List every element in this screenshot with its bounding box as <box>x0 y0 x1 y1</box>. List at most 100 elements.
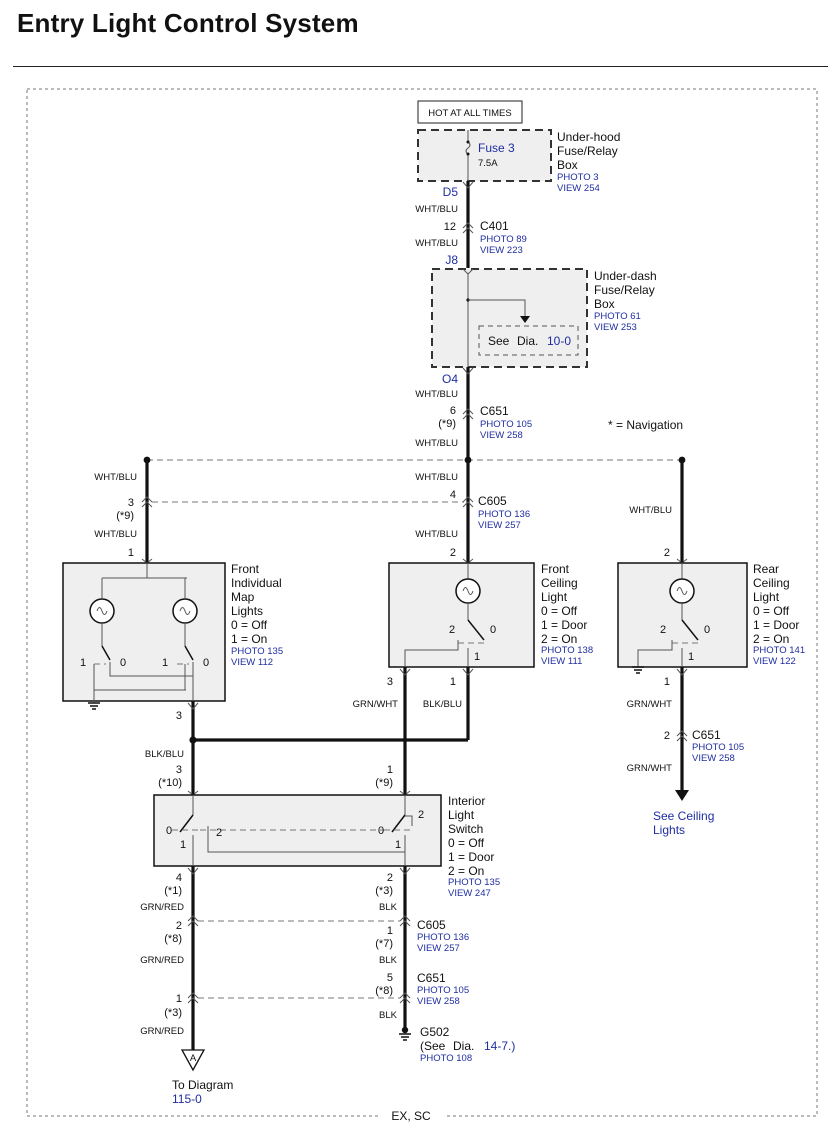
c605-left-alt: (*9) <box>116 510 134 522</box>
sw-pin-top-left: 3 <box>176 764 182 776</box>
c605-low-name: C605 <box>417 918 446 932</box>
map-sw-d: 0 <box>203 657 209 669</box>
c401-wire-bottom: WHT/BLU <box>415 238 458 249</box>
sw-r2: 2 <box>418 809 424 821</box>
rc-pin-bottom: 1 <box>664 676 670 688</box>
map-sw-a: 1 <box>80 657 86 669</box>
sw-pin-bot-left: 4 <box>176 872 182 884</box>
footer-label: EX, SC <box>391 1109 431 1123</box>
map-name-1: Front <box>231 562 260 576</box>
hot-label: HOT AT ALL TIMES <box>428 108 511 119</box>
sw-l0: 0 <box>166 825 172 837</box>
c651-top-alt-pin: (*9) <box>438 418 456 430</box>
rc-state-0: 0 = Off <box>753 604 790 618</box>
underdash-fuse-box <box>431 268 588 368</box>
sw-l1: 1 <box>180 839 186 851</box>
map-sw-b: 0 <box>120 657 126 669</box>
c651-rear-photo: PHOTO 105 <box>692 742 744 753</box>
c651-low-photo: PHOTO 105 <box>417 985 469 996</box>
sw-name-2: Light <box>448 808 475 822</box>
map-name-4: Lights <box>231 604 263 618</box>
see-ceiling-lights-1[interactable]: See Ceiling <box>653 809 714 823</box>
navigation-note: * = Navigation <box>608 418 683 432</box>
underhood-fuse-box <box>417 129 552 182</box>
sw-state-2: 2 = On <box>448 864 484 878</box>
rc-name-2: Ceiling <box>753 576 790 590</box>
g502-name: G502 <box>420 1025 450 1039</box>
c605-low-photo: PHOTO 136 <box>417 932 469 943</box>
c605-low-pin-left: 2 <box>176 920 182 932</box>
c651-top-wire-top: WHT/BLU <box>415 389 458 400</box>
rc-wire-top: GRN/WHT <box>627 699 673 710</box>
diagram-border <box>26 88 818 1117</box>
map-view: VIEW 112 <box>231 657 273 668</box>
c605-left-wire-top: WHT/BLU <box>94 472 137 483</box>
c651-rear-pin: 2 <box>664 730 670 742</box>
rear-ceiling-pin-top: 2 <box>664 547 670 559</box>
c401-wire-top: WHT/BLU <box>415 204 458 215</box>
map-wire-bottom: BLK/BLU <box>145 749 184 760</box>
sw-alt-bot-left: (*1) <box>164 885 182 897</box>
sw-name-3: Switch <box>448 822 483 836</box>
terminal-o4: O4 <box>442 372 458 386</box>
see-ceiling-lights-2[interactable]: Lights <box>653 823 685 837</box>
rc-state-2: 2 = On <box>753 632 789 646</box>
underdash-photo: PHOTO 61 <box>594 311 641 322</box>
sw-wire-bot-left: GRN/RED <box>140 902 184 913</box>
see-dia-box <box>478 325 579 356</box>
underhood-name-1: Under-hood <box>557 130 620 144</box>
map-ground-icon <box>88 702 100 710</box>
c651-top-view: VIEW 258 <box>480 430 523 441</box>
fuse-3-label: Fuse 3 <box>478 141 515 155</box>
c651-low-alt-left: (*3) <box>164 1007 182 1019</box>
terminal-d5: D5 <box>443 185 459 199</box>
rear-wire-top: WHT/BLU <box>629 505 672 516</box>
fc-wire-left: GRN/WHT <box>353 699 399 710</box>
c401-photo: PHOTO 89 <box>480 234 527 245</box>
fuse-rating: 7.5A <box>478 158 498 169</box>
fc-pin-right: 1 <box>450 676 456 688</box>
map-pin-top: 1 <box>128 547 134 559</box>
c605-low-alt-left: (*8) <box>164 933 182 945</box>
rc-sw-2: 2 <box>660 624 666 636</box>
c605-low-pin-right: 1 <box>387 925 393 937</box>
to-diagram-ref[interactable]: 115-0 <box>172 1092 202 1106</box>
map-name-2: Individual <box>231 576 282 590</box>
rc-name-1: Rear <box>753 562 779 576</box>
sw-photo: PHOTO 135 <box>448 877 500 888</box>
c651-low-wire-right: BLK <box>379 1010 398 1021</box>
c605-mid-view: VIEW 257 <box>478 520 521 531</box>
g502-dia: Dia. <box>453 1039 474 1053</box>
c651-low-view: VIEW 258 <box>417 996 460 1007</box>
c651-top-wire-bottom: WHT/BLU <box>415 438 458 449</box>
c651-low-wire-left: GRN/RED <box>140 1026 184 1037</box>
c605-center-wire-bottom: WHT/BLU <box>415 529 458 540</box>
g502-ground-icon <box>399 1033 411 1041</box>
underhood-name-3: Box <box>557 158 578 172</box>
rear-arrow-icon <box>675 790 689 801</box>
c605-mid-photo: PHOTO 136 <box>478 509 530 520</box>
underdash-dia-ref: 10-0 <box>547 334 571 348</box>
c605-low-view: VIEW 257 <box>417 943 460 954</box>
sw-l2: 2 <box>216 827 222 839</box>
fc-sw-2: 2 <box>449 624 455 636</box>
underdash-see: See <box>488 334 510 348</box>
underdash-name-2: Fuse/Relay <box>594 283 655 297</box>
sw-alt-top-right: (*9) <box>375 777 393 789</box>
fuse-symbol-icon <box>465 141 471 155</box>
hot-at-all-times-box <box>417 100 523 124</box>
c605-low-alt-right: (*7) <box>375 938 393 950</box>
c605-left-wire-bottom: WHT/BLU <box>94 529 137 540</box>
page-title: Entry Light Control System <box>17 8 359 38</box>
rc-state-1: 1 = Door <box>753 618 799 632</box>
sw-alt-bot-right: (*3) <box>375 885 393 897</box>
sw-name-1: Interior <box>448 794 485 808</box>
c605-low-wire-right: BLK <box>379 955 398 966</box>
sw-view: VIEW 247 <box>448 888 491 899</box>
terminal-j8: J8 <box>445 253 458 267</box>
fc-name-2: Ceiling <box>541 576 578 590</box>
underdash-name-3: Box <box>594 297 615 311</box>
c401-pin: 12 <box>444 221 456 233</box>
sw-pin-bot-right: 2 <box>387 872 393 884</box>
